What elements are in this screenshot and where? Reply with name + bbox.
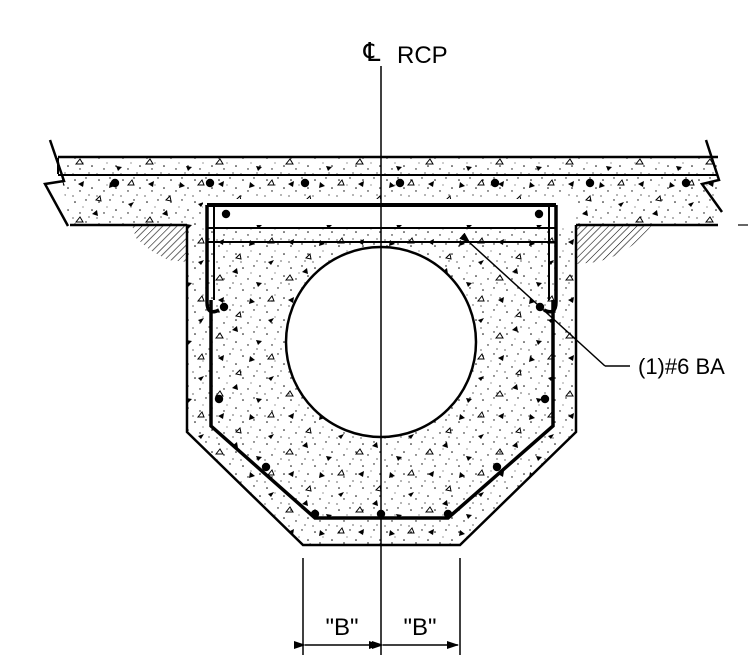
dimension-label-left: "B" [325, 614, 358, 641]
break-line-right [699, 139, 724, 213]
earth-hatch-left [132, 225, 187, 262]
dimension-label-right: "B" [403, 614, 436, 641]
callout-leader [459, 232, 606, 367]
callout-label: (1)#6 BA [638, 354, 725, 379]
centerline-label: RCP [397, 42, 448, 69]
concrete-slab [43, 139, 724, 227]
dimension-group: "B" "B" [294, 558, 461, 655]
centerline-label-group: ℄ RCP [363, 37, 448, 69]
centerline-symbol: ℄ [363, 37, 381, 67]
earth-hatch-right [576, 225, 652, 264]
rebar-callout: (1)#6 BA [459, 232, 725, 379]
